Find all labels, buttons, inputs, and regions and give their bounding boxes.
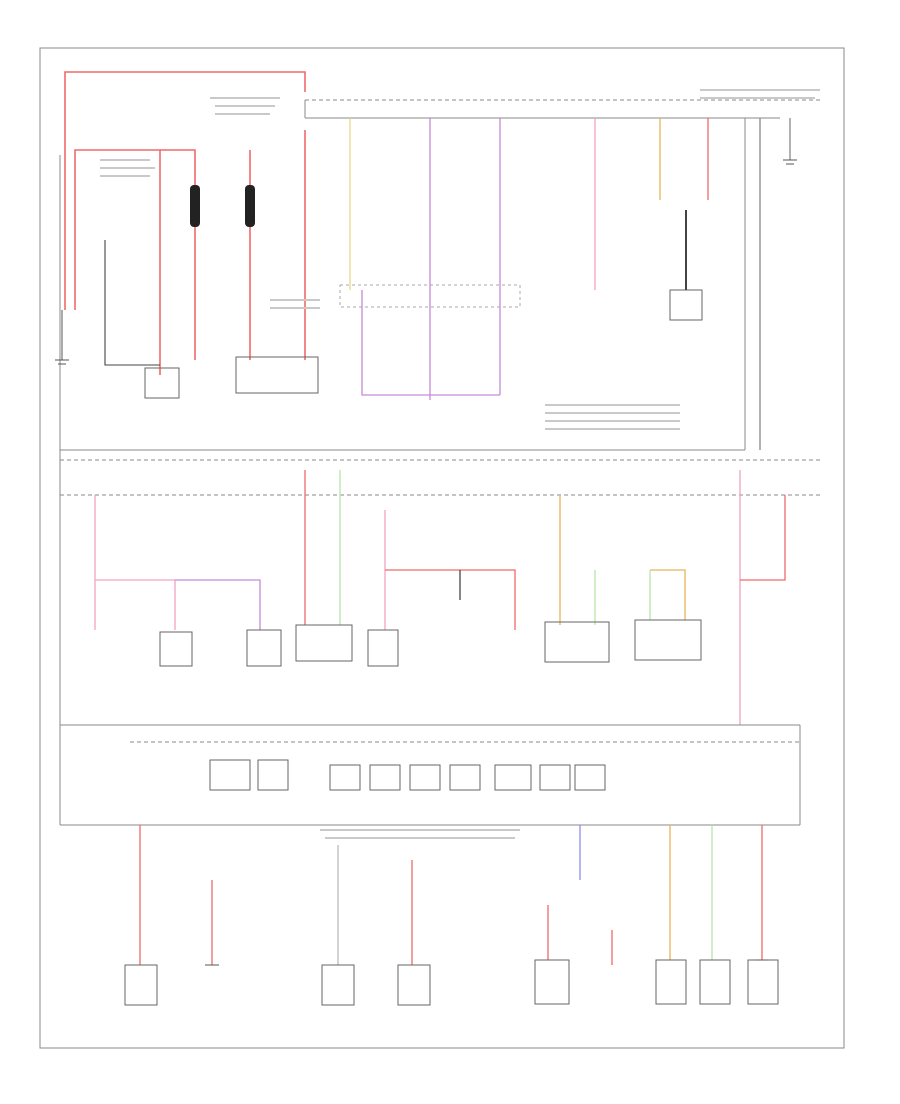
passenger-seat-module	[246, 629, 282, 667]
bottom-module-5	[655, 959, 687, 1005]
illegible-label-marks	[100, 89, 820, 839]
driver-seat-module	[159, 631, 193, 667]
front-seat-module-1	[295, 624, 353, 662]
bottom-module-2	[321, 964, 355, 1006]
front-seat-module-3	[544, 621, 610, 663]
bottom-feed-wires	[139, 825, 763, 965]
top-right-ground	[783, 159, 797, 165]
lower-relays	[209, 759, 606, 791]
bottom-module-4	[534, 959, 570, 1005]
starter-circuit	[104, 240, 160, 366]
blower-motor	[669, 289, 703, 321]
top-junction-box	[59, 99, 820, 451]
middle-feed-wires	[94, 470, 786, 725]
ignition-loop	[361, 290, 500, 396]
middle-junction-box	[59, 450, 820, 725]
ignition-switch-module	[339, 284, 521, 308]
battery-feed-wires	[64, 71, 306, 375]
fuse-link-2	[245, 185, 255, 227]
top-fuse-drops	[349, 118, 791, 450]
battery-ground	[55, 310, 69, 365]
generator	[235, 356, 319, 394]
front-seat-module-2	[367, 629, 399, 667]
bottom-module-3	[397, 964, 431, 1006]
lower-junction-box	[59, 724, 801, 826]
bottom-module-7	[747, 959, 779, 1005]
center-module-a	[634, 619, 702, 661]
bottom-grounds	[205, 959, 769, 966]
fuse-link-1	[190, 185, 200, 227]
starter-motor	[144, 367, 180, 399]
bottom-module-1	[124, 964, 158, 1006]
diagram-frame	[39, 47, 845, 1049]
bottom-module-6	[699, 959, 731, 1005]
